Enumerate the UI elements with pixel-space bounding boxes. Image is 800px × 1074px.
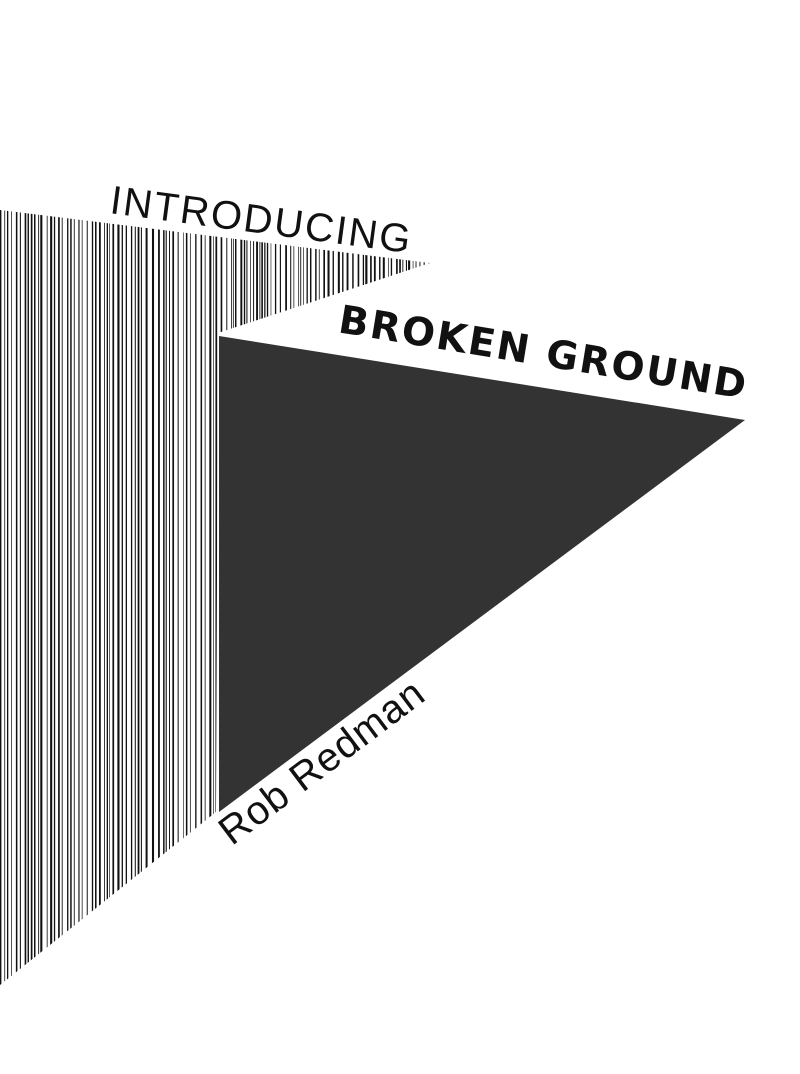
stripe-line: [130, 210, 133, 985]
stripe-line: [91, 210, 94, 985]
stripe-line: [46, 210, 48, 985]
stripe-line: [106, 210, 108, 985]
stripe-line: [213, 210, 214, 985]
stripe-line: [95, 210, 97, 985]
stripe-line: [215, 210, 218, 985]
stripe-line: [70, 210, 72, 985]
stripe-line: [86, 210, 88, 985]
stripe-line: [209, 210, 212, 985]
stripe-line: [177, 210, 179, 985]
stripe-line: [0, 210, 2, 985]
stripe-line: [19, 210, 21, 985]
stripe-line: [151, 210, 155, 985]
stripe-line: [121, 210, 123, 985]
stripe-line: [204, 210, 206, 985]
stripe-line: [163, 210, 165, 985]
stripe-line: [81, 210, 83, 985]
stripe-line: [27, 210, 29, 985]
stripe-line: [145, 210, 148, 985]
stripe-line: [40, 210, 43, 985]
stripe-line: [11, 210, 12, 985]
stripe-line: [34, 210, 36, 985]
stripe-line: [134, 210, 136, 985]
stripe-line: [137, 210, 140, 985]
stripe-line: [109, 210, 110, 985]
stripe-line: [183, 210, 184, 985]
stripe-line: [61, 210, 63, 985]
stripe-line: [185, 210, 188, 985]
stripe-line: [15, 210, 18, 985]
stripe-line: [6, 210, 9, 985]
stripe-line: [104, 210, 105, 985]
stripe-line: [140, 210, 142, 985]
stripe-line: [189, 210, 191, 985]
stripe-line: [24, 210, 27, 985]
stripe-line: [67, 210, 69, 985]
stripe-line: [172, 210, 175, 985]
stripe-line: [73, 210, 75, 985]
stripe-line: [165, 210, 167, 985]
stripe-line: [169, 210, 170, 985]
stripe-line: [58, 210, 60, 985]
stripe-line: [125, 210, 127, 985]
stripe-line: [38, 210, 40, 985]
stripe-line: [200, 210, 203, 985]
stripe-line: [30, 210, 33, 985]
stripe-line: [112, 210, 115, 985]
stripe-line: [78, 210, 80, 985]
stripe-line: [4, 210, 6, 985]
stripe-line: [50, 210, 53, 985]
stripe-line: [53, 210, 56, 985]
dark-triangle: [219, 336, 745, 812]
stripe-line: [158, 210, 160, 985]
stripe-line: [117, 210, 120, 985]
stripe-line: [98, 210, 101, 985]
stripe-line: [195, 210, 197, 985]
